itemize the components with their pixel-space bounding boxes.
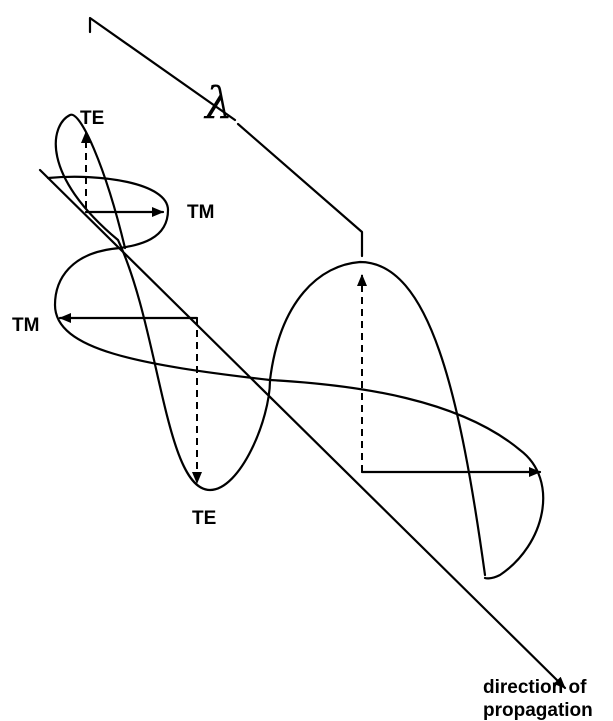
te-label-top: TE (80, 108, 104, 129)
te-label-bottom: TE (192, 508, 216, 529)
propagation-axis (38, 168, 567, 690)
direction-label-line1: direction of (483, 677, 587, 698)
lambda-label: λ (203, 78, 233, 129)
te-wave (54, 113, 487, 577)
tm-label-top: TM (187, 202, 214, 223)
tm-wave (46, 175, 545, 580)
direction-label-line2: propagation (483, 700, 593, 721)
wavelength-bracket (88, 16, 364, 258)
tm-label-left: TM (12, 315, 39, 336)
